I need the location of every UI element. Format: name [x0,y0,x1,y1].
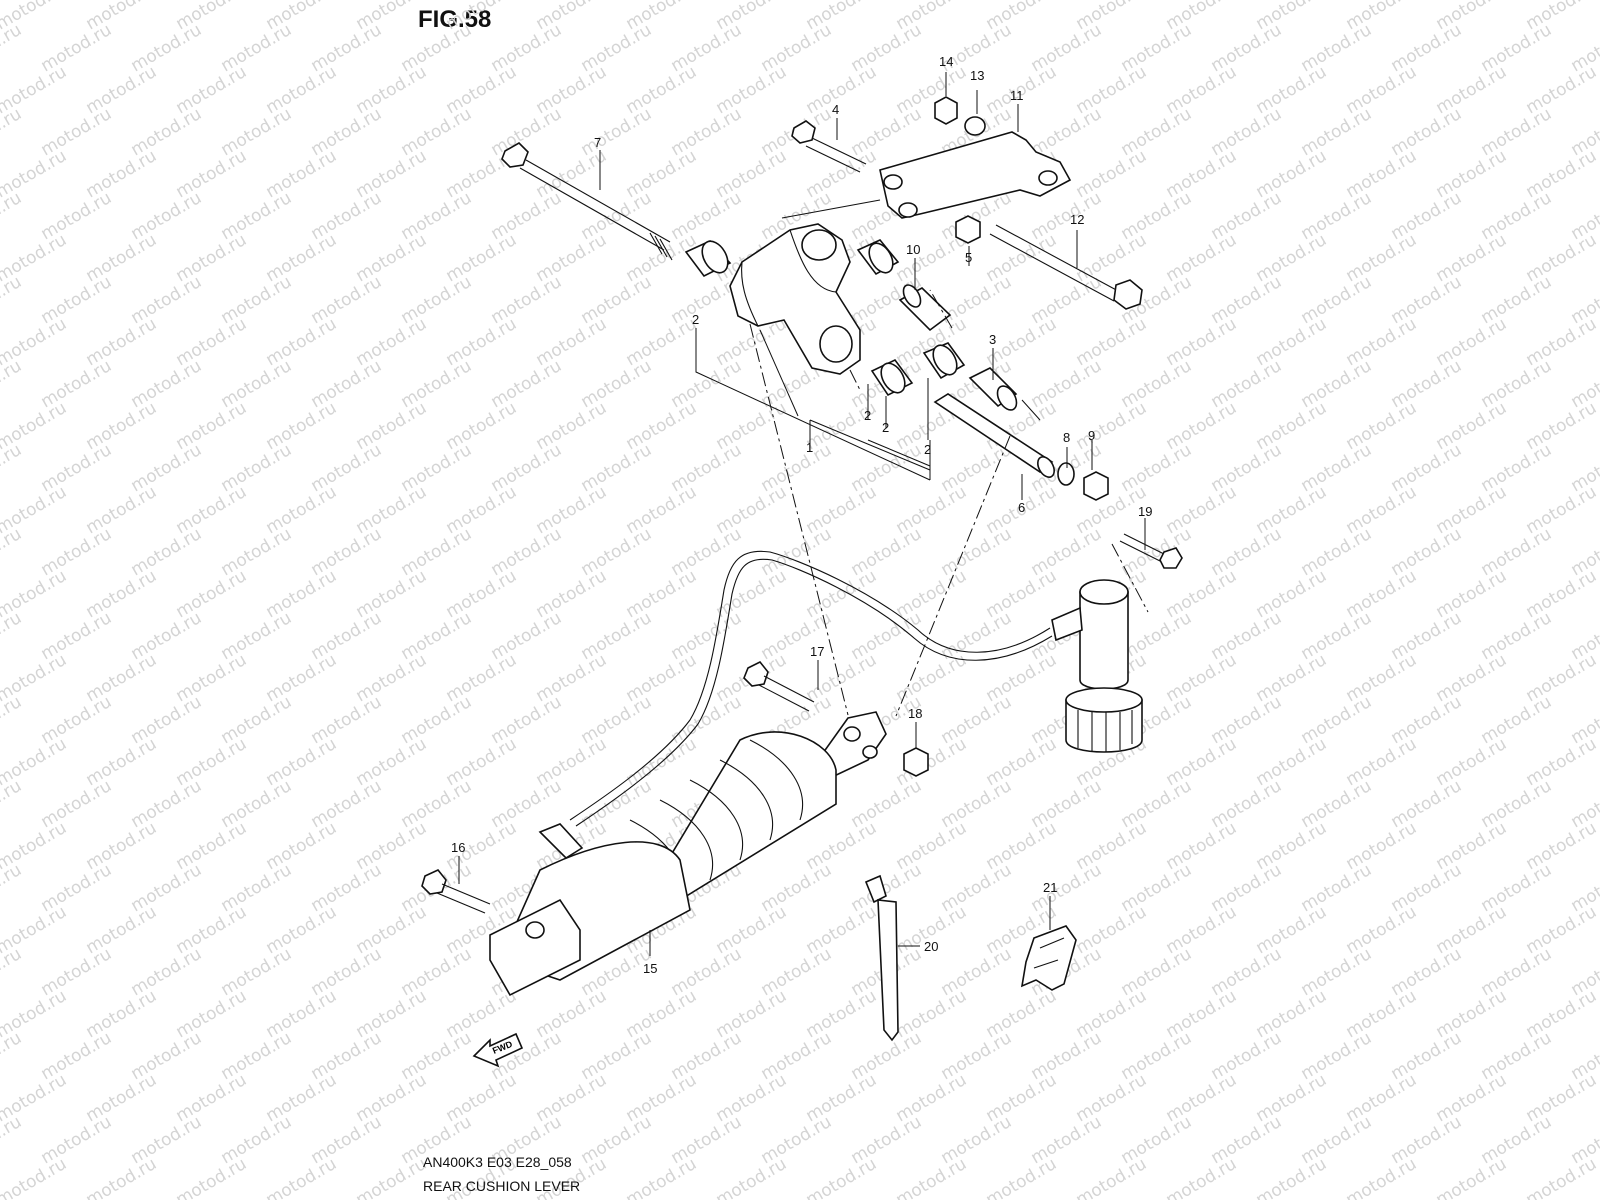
footer-diagram-code: AN400K3 E03 E28_058 [423,1154,572,1170]
part-5-nut[interactable] [955,215,981,244]
part-4-bolt[interactable] [791,120,867,173]
hydraulic-hose-edge [575,558,1053,827]
watermark-text: motod.ru [0,944,25,1000]
part-19-bolt[interactable] [1119,533,1183,569]
part-21-clamp[interactable] [1020,925,1077,991]
part-16-bolt[interactable] [421,869,491,914]
watermark-text: motod.ru [0,692,25,748]
watermark-text: motod.ru [1523,1154,1600,1200]
callout-13: 13 [970,68,984,83]
callout-14: 14 [939,54,953,69]
fwd-arrow: FWD [472,1032,524,1068]
part-2-bearing-b[interactable] [856,239,900,277]
callout-17: 17 [810,644,824,659]
callout-12: 12 [1070,212,1084,227]
callout-1: 1 [806,440,813,455]
callout-10: 10 [906,242,920,257]
callout-15: 15 [643,961,657,976]
watermark-text: motod.ru [623,1154,701,1200]
callout-9: 9 [1088,428,1095,443]
centerlines [749,289,1149,717]
watermark-text: motod.ru [1073,1154,1151,1200]
part-14-nut[interactable] [934,96,958,125]
watermark-text: motod.ru [0,1154,70,1200]
part-2-bearing-c[interactable] [870,358,914,397]
watermark-text: motod.ru [0,776,25,832]
callout-6: 6 [1018,500,1025,515]
watermark-text: motod.ru [173,1154,251,1200]
figure-title: FIG.58 [418,6,492,33]
callout-18: 18 [908,706,922,721]
watermark-text: motod.ru [0,20,25,76]
watermark-text: motod.ru [0,860,25,916]
callout-19: 19 [1138,504,1152,519]
part-17-bolt[interactable] [743,660,815,712]
watermark-text: motod.ru [0,188,25,244]
watermark-text: motod.ru [0,1112,25,1168]
hydraulic-hose [569,550,1051,821]
part-1-cushion-lever[interactable] [729,223,861,375]
preload-adjuster[interactable] [1051,579,1143,753]
callout-2a: 2 [692,312,699,327]
part-20-cable-tie[interactable] [864,874,899,1042]
leader-lines [458,72,1146,956]
callout-7: 7 [594,135,601,150]
watermark-text: motod.ru [983,1154,1061,1200]
callout-2d: 2 [924,442,931,457]
callout-4: 4 [832,102,839,117]
watermark-text: motod.ru [263,1154,341,1200]
callout-2c: 2 [882,420,889,435]
part-18-nut[interactable] [903,747,929,777]
watermark-text: motod.ru [0,272,25,328]
watermark-text: motod.ru [0,356,25,412]
watermark-text: motod.ru [0,608,25,664]
part-12-bolt[interactable] [989,224,1143,310]
watermark-text: motod.ru [353,1154,431,1200]
part-13-washer[interactable] [964,116,986,136]
watermark-text: motod.ru [803,1154,881,1200]
watermark-text: motod.ru [0,1028,25,1084]
watermark-text: motod.ru [893,1154,971,1200]
watermark-text: motod.ru [1343,1154,1421,1200]
callout-8: 8 [1063,430,1070,445]
part-15-rear-shock-absorber[interactable] [489,711,887,997]
watermark-text: motod.ru [0,524,25,580]
watermark-text: motod.ru [0,440,25,496]
part-9-nut[interactable] [1083,471,1109,501]
watermark-text: motod.ru [713,1154,791,1200]
part-11-rod-links[interactable] [879,131,1072,219]
callout-20: 20 [924,939,938,954]
part-2-bearing-d[interactable] [922,341,966,380]
callout-16: 16 [451,840,465,855]
callout-21: 21 [1043,880,1057,895]
watermark-text: motod.ru [1163,1154,1241,1200]
callout-2b: 2 [864,408,871,423]
watermark-text: motod.ru [1253,1154,1331,1200]
callout-11: 11 [1010,88,1024,103]
callout-3: 3 [989,332,996,347]
callout-5: 5 [965,250,972,265]
part-8-washer[interactable] [1057,462,1075,486]
watermark-text: motod.ru [1433,1154,1511,1200]
callouts: 7 4 14 13 11 10 12 5 3 2 2 2 2 1 8 9 6 1… [451,54,1152,976]
part-3-collar[interactable] [968,367,1020,413]
part-2-bearing-a[interactable] [684,237,733,278]
part-10-collar[interactable] [898,282,952,332]
watermark-text: motod.ru [0,104,25,160]
group-bracket-lines [695,199,1041,481]
watermark-text: motod.ru [83,1154,161,1200]
footer-diagram-name: REAR CUSHION LEVER [423,1178,581,1194]
part-7-bolt[interactable] [501,142,673,261]
